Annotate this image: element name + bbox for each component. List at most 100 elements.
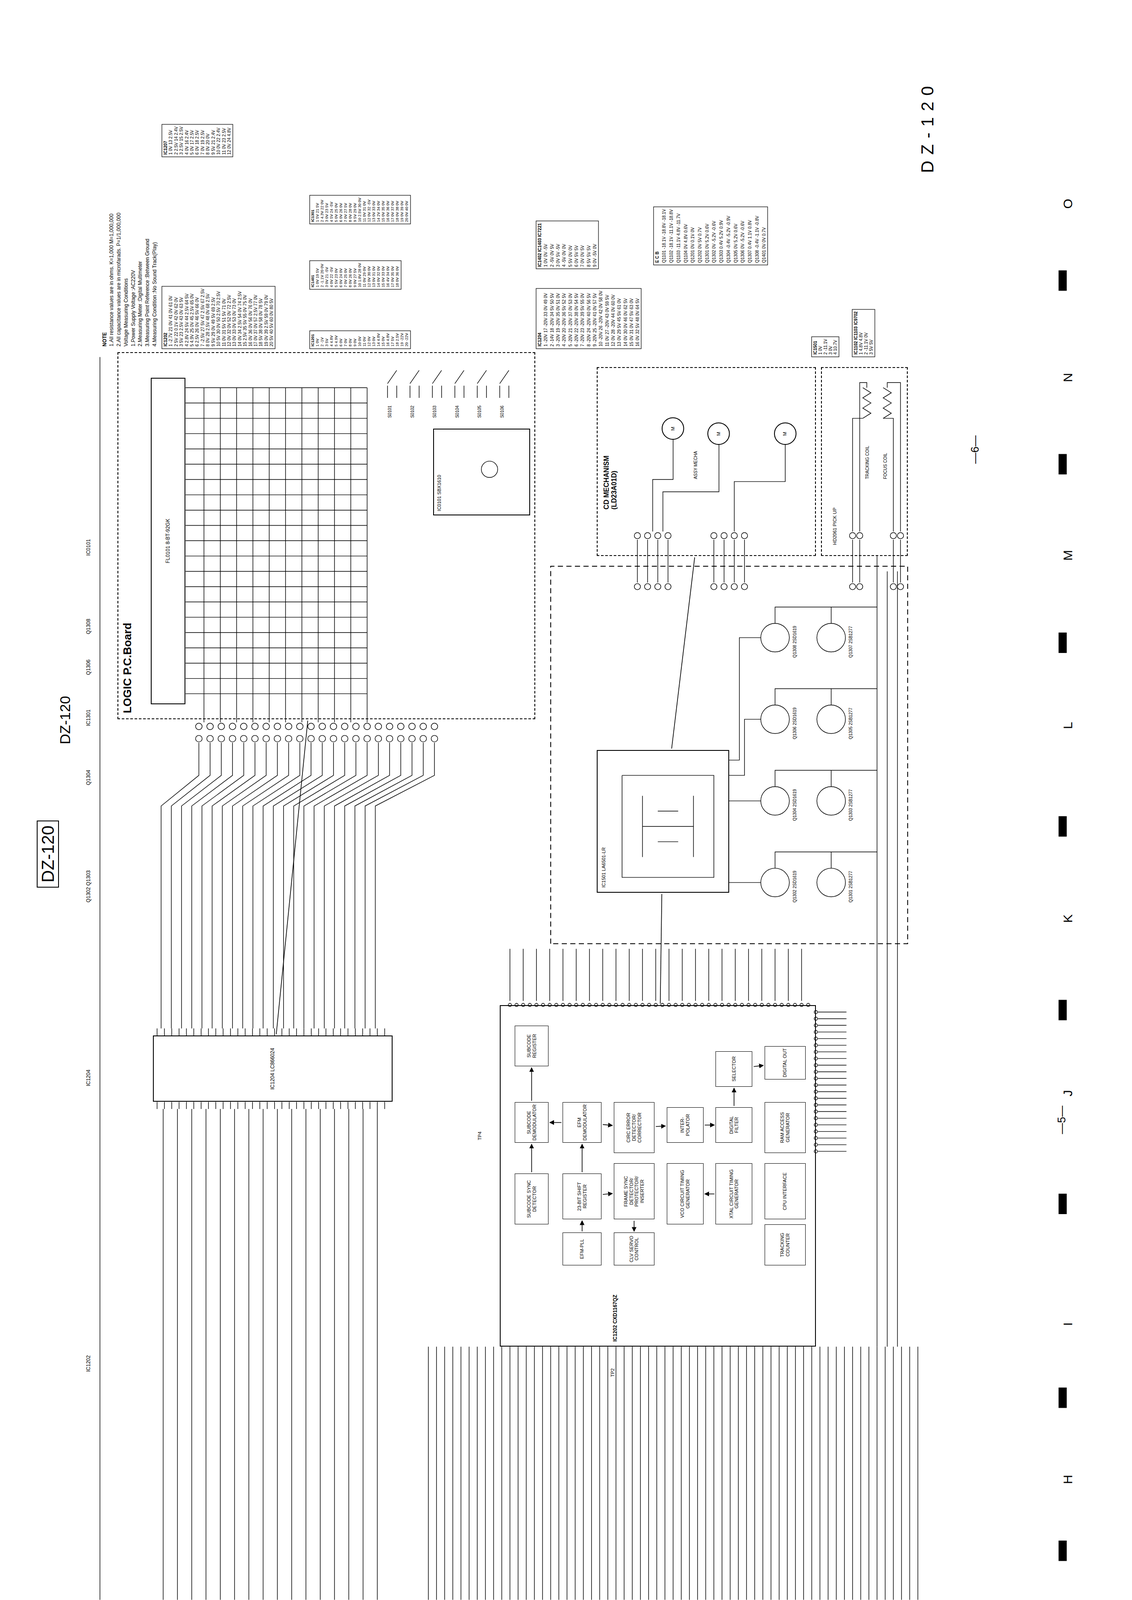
component-symbol [731, 583, 738, 590]
table-cell: Q1304 -0.4V -5.2V -0.9V [726, 215, 731, 264]
motor-circle [707, 422, 730, 445]
table-cell: 1 5V 21 5V [315, 202, 320, 223]
wire [774, 769, 877, 786]
wire [200, 1101, 202, 1109]
wire [99, 357, 100, 1600]
wire [350, 387, 352, 722]
switch-ref: S0105 [477, 404, 482, 419]
component-symbol [251, 735, 259, 742]
table-cell: Q1103 -11.1V 4.8V -11.7V [676, 212, 681, 264]
wire [485, 1346, 486, 1599]
component-symbol [397, 722, 405, 730]
wire [387, 370, 397, 384]
table-cell: 1 -20V 17 -20V 33 0V 49 0V [543, 292, 549, 347]
table-cell: 7 0V 19 2.5V [200, 129, 206, 156]
board-region: HD2061 PICK UP [821, 366, 908, 556]
table-cell: 15 0V 33 0V [381, 265, 386, 288]
wire [259, 1101, 261, 1109]
signal-connector [660, 893, 663, 1004]
component-symbol [217, 735, 225, 742]
wire [827, 1346, 829, 1599]
wire [656, 1346, 657, 1599]
wire [303, 1101, 305, 1109]
block-label: INTER- POLATOR [679, 1108, 691, 1141]
table-cell: 11 0V [362, 336, 367, 347]
table-border [309, 195, 411, 224]
function-block: 23-BIT SHIFT REGISTER [562, 1173, 602, 1219]
table-cell: 3 5V [325, 337, 330, 347]
wire [754, 1346, 755, 1599]
wire [325, 1027, 326, 1036]
wire [778, 1346, 780, 1599]
grid-letter: K [1060, 913, 1075, 924]
wire [305, 1108, 307, 1599]
wire [252, 1101, 253, 1109]
function-block: CPU INTERFACE [764, 1162, 806, 1219]
wire [324, 742, 379, 1028]
wire [332, 1101, 334, 1109]
transistor-ref: Q1303 2SB1277 [848, 788, 854, 822]
table-cell: 12 0V 32 -5V [367, 199, 372, 223]
switch-ref: S0102 [410, 404, 415, 419]
grid-letter: N [1060, 372, 1075, 383]
table-cell: 6 -20V 22 -20V 38 0V 54 5V [574, 292, 579, 347]
wire [230, 1027, 231, 1036]
wire [387, 385, 388, 398]
grid-letter: I [1060, 1321, 1075, 1326]
component-symbol [890, 532, 897, 539]
wire [215, 1101, 216, 1109]
block-label: IC0101 SBX1610 [436, 474, 443, 511]
wire [729, 637, 761, 760]
block-label: VCO CIRCUIT TIMING GENERATOR [679, 1164, 691, 1223]
component-symbol [897, 583, 904, 590]
table-cell: 17 0V 37 0V [390, 200, 396, 223]
wire [281, 1027, 282, 1036]
wire [830, 606, 832, 623]
wire [452, 1346, 453, 1599]
table-cell: 15 0V [381, 335, 386, 347]
model-name: DZ-120 [36, 820, 59, 888]
note-text: 2.Measuring Meter :Digital Multimeter [137, 260, 144, 347]
wire [185, 448, 368, 449]
wire [723, 539, 725, 583]
table-cell: 5 -20V 21 -20V 37 0V 53 0V [568, 292, 573, 347]
table-cell: Q1104 0V 4.8V 0.6V [683, 223, 689, 264]
wire [761, 948, 763, 1001]
table-cell: Q1301 0V 5.2V 0.6V [704, 222, 710, 264]
table-cell: 1 0V 13 2.5V [168, 129, 174, 156]
wire [681, 948, 683, 1001]
wire [156, 1101, 158, 1109]
wire [493, 1346, 494, 1599]
wire [200, 1027, 202, 1036]
table-cell: 10 0V [357, 335, 363, 347]
grid-mark [1058, 999, 1067, 1021]
wire [248, 1108, 250, 1599]
note-text: 2.All capacitance values are in microfar… [116, 212, 122, 347]
table-cell: 2 4.3V 22 0V [320, 199, 325, 223]
signal-connector [704, 1193, 715, 1194]
wire [317, 387, 319, 722]
component-symbol [665, 583, 672, 590]
table-cell: 1 0V [315, 337, 320, 347]
wire [508, 385, 510, 398]
wire [215, 1027, 216, 1036]
wire [893, 539, 894, 583]
wire [589, 948, 590, 1001]
component-symbol [760, 704, 790, 734]
component-symbol [375, 735, 382, 742]
wire [468, 1346, 470, 1599]
wire [288, 1101, 290, 1109]
part-ref: IC0101 [85, 538, 92, 556]
wire [819, 1346, 821, 1599]
component-symbol [760, 868, 790, 897]
component-symbol [814, 1009, 818, 1014]
table-cell: 8 -20V 24 -20V 40 0V 56 5V [586, 292, 592, 347]
table-cell: 4 -20V 20 -20V 36 5V 52 5V [561, 292, 567, 347]
table-cell: 12 0V 30 0V [367, 265, 372, 288]
wire [230, 1101, 231, 1109]
wire [177, 1108, 178, 1599]
signal-connector [733, 1087, 735, 1106]
component-symbol [644, 532, 651, 539]
wire [640, 1346, 641, 1599]
note-text: 1.Power Supply Voltage :AC220V [130, 269, 137, 347]
